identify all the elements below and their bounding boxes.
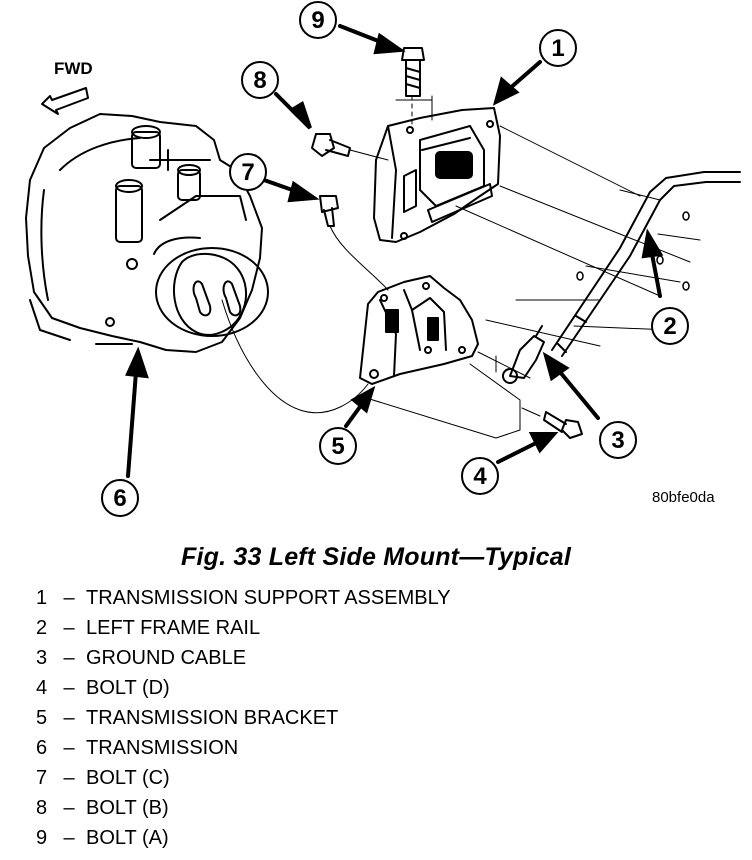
legend-text: TRANSMISSION SUPPORT ASSEMBLY [86, 587, 451, 609]
callout-9: 9 [311, 7, 324, 34]
legend-item: 7–BOLT (C) [36, 763, 451, 793]
legend-number: 7 [36, 767, 48, 789]
legend-item: 6–TRANSMISSION [36, 733, 451, 763]
legend-text: BOLT (D) [86, 677, 170, 699]
bolt-b [311, 133, 351, 157]
image-code: 80bfe0da [652, 489, 715, 506]
legend-separator: – [63, 647, 75, 669]
parts-legend: 1–TRANSMISSION SUPPORT ASSEMBLY 2–LEFT F… [36, 583, 451, 853]
legend-item: 3–GROUND CABLE [36, 643, 451, 673]
transmission-support-assembly [373, 107, 501, 243]
legend-separator: – [63, 587, 75, 609]
callout-7: 7 [241, 159, 254, 186]
legend-separator: – [63, 767, 75, 789]
legend-text: TRANSMISSION BRACKET [86, 707, 339, 729]
callout-5: 5 [331, 433, 344, 460]
figure-caption: Fig. 33 Left Side Mount—Typical [180, 543, 572, 571]
transmission-bracket [359, 275, 479, 385]
ground-cable [502, 325, 545, 384]
legend-item: 2–LEFT FRAME RAIL [36, 613, 451, 643]
legend-item: 8–BOLT (B) [36, 793, 451, 823]
bolt-d [543, 411, 583, 439]
legend-number: 5 [36, 707, 48, 729]
legend-item: 1–TRANSMISSION SUPPORT ASSEMBLY [36, 583, 451, 613]
legend-separator: – [63, 737, 75, 759]
bolt-c [319, 195, 339, 227]
legend-item: 9–BOLT (A) [36, 823, 451, 853]
legend-text: BOLT (A) [86, 827, 169, 849]
legend-separator: – [63, 677, 75, 699]
callout-8: 8 [253, 67, 266, 94]
callout-3: 3 [611, 427, 624, 454]
legend-text: LEFT FRAME RAIL [86, 617, 261, 639]
legend-separator: – [63, 797, 75, 819]
fwd-label: FWD [54, 59, 93, 78]
legend-number: 1 [36, 587, 48, 609]
legend-separator: – [63, 617, 75, 639]
legend-separator: – [63, 707, 75, 729]
legend-text: GROUND CABLE [86, 647, 247, 669]
mount-diagram: 9 8 7 1 2 3 4 5 6 FWD 80bfe0da [25, 1, 741, 517]
legend-text: BOLT (B) [86, 797, 169, 819]
legend-number: 9 [36, 827, 48, 849]
legend-number: 3 [36, 647, 48, 669]
callout-2: 2 [663, 313, 676, 340]
bolt-a [401, 47, 425, 97]
legend-number: 8 [36, 797, 48, 819]
legend-item: 4–BOLT (D) [36, 673, 451, 703]
legend-number: 6 [36, 737, 48, 759]
legend-separator: – [63, 827, 75, 849]
legend-item: 5–TRANSMISSION BRACKET [36, 703, 451, 733]
legend-text: BOLT (C) [86, 767, 170, 789]
transmission-drawing [25, 113, 269, 353]
left-frame-rail [551, 171, 741, 357]
legend-text: TRANSMISSION [86, 737, 239, 759]
callout-4: 4 [473, 463, 487, 490]
callout-1: 1 [551, 35, 564, 62]
callout-6: 6 [113, 485, 126, 512]
legend-number: 2 [36, 617, 48, 639]
legend-number: 4 [36, 677, 48, 699]
fwd-arrow-icon [41, 87, 89, 115]
